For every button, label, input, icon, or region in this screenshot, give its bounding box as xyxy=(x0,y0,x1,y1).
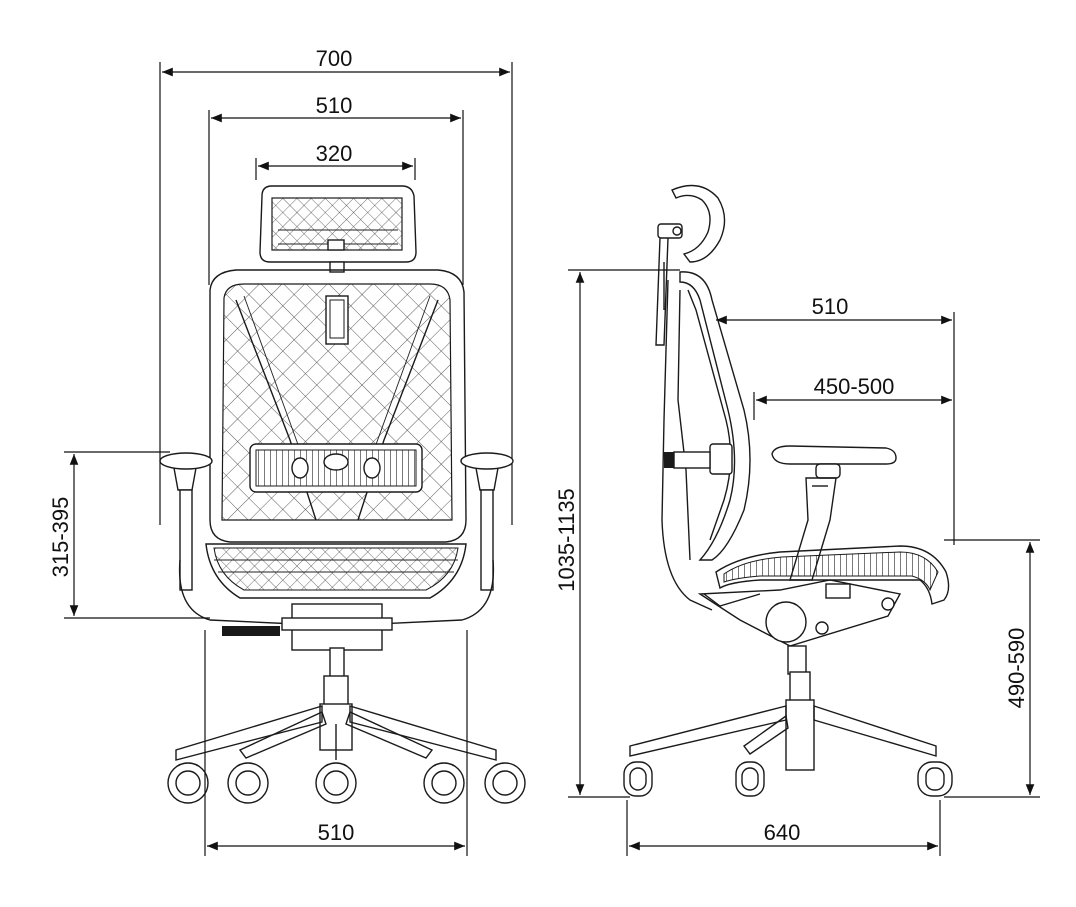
front-armrests xyxy=(159,452,514,625)
backrest-width-label: 510 xyxy=(316,93,353,118)
total-height-label: 1035-1135 xyxy=(554,488,579,592)
armrest-height-label: 315-395 xyxy=(48,497,73,578)
dim-seat-height: 490-590 xyxy=(944,539,1040,798)
front-mechanism xyxy=(222,603,393,679)
front-seat xyxy=(205,543,467,599)
front-view: 700 510 320 xyxy=(48,46,526,856)
side-casters xyxy=(623,761,953,797)
dim-back-depth: 510 xyxy=(716,294,955,545)
side-view: 1035-1135 510 450-500 490-590 640 xyxy=(554,184,1040,856)
dim-backrest-width: 510 xyxy=(208,93,464,285)
front-base xyxy=(175,675,497,761)
dim-armrest-height: 315-395 xyxy=(48,451,210,619)
base-depth-label: 640 xyxy=(764,820,801,845)
front-lumbar xyxy=(249,443,423,493)
side-seat xyxy=(715,545,950,605)
front-casters xyxy=(167,762,526,804)
side-base xyxy=(629,671,937,771)
dim-base-width: 510 xyxy=(204,630,468,856)
dim-headrest-width: 320 xyxy=(255,141,416,180)
front-backrest xyxy=(209,269,467,543)
base-width-label: 510 xyxy=(318,820,355,845)
dim-base-depth: 640 xyxy=(626,800,941,856)
seat-depth-label: 450-500 xyxy=(814,374,895,399)
dim-seat-depth: 450-500 xyxy=(753,374,952,420)
back-depth-label: 510 xyxy=(812,294,849,319)
side-headrest xyxy=(655,184,726,346)
side-backrest xyxy=(661,271,751,611)
side-mechanism xyxy=(697,579,902,675)
headrest-width-label: 320 xyxy=(316,141,353,166)
seat-height-label: 490-590 xyxy=(1004,628,1029,709)
front-headrest xyxy=(259,185,417,273)
overall-width-label: 700 xyxy=(316,46,353,71)
dim-overall-width: 700 xyxy=(159,46,513,525)
dim-total-height: 1035-1135 xyxy=(554,269,680,798)
